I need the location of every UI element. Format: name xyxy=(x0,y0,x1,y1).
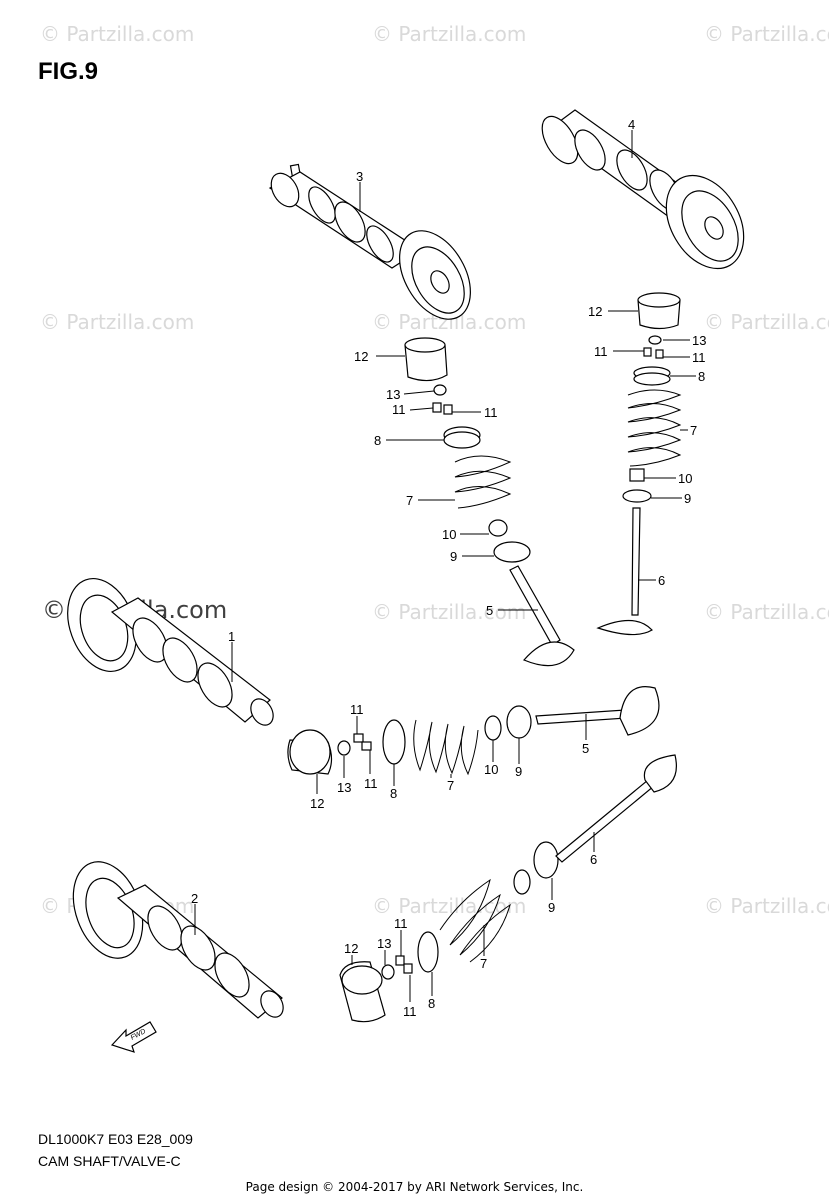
callout-13: 13 xyxy=(377,936,391,951)
watermark: © Partzilla.com xyxy=(40,310,195,334)
callout-5: 5 xyxy=(486,603,493,618)
watermark: © Partzilla.com xyxy=(40,22,195,46)
figure-label: FIG.9 xyxy=(38,58,99,85)
callout-12: 12 xyxy=(344,941,358,956)
watermark: © Partzilla.com xyxy=(704,600,829,624)
callout-11: 11 xyxy=(364,776,378,791)
callout-7: 7 xyxy=(406,493,413,508)
page-footer: Page design © 2004-2017 by ARI Network S… xyxy=(245,1180,584,1194)
watermark: © Partzilla.com xyxy=(372,894,527,918)
callout-11: 11 xyxy=(692,350,706,365)
camshaft-3-drawing xyxy=(268,163,471,320)
callout-6: 6 xyxy=(658,573,665,588)
callout-10: 10 xyxy=(442,527,456,542)
watermark: © Partzilla.com xyxy=(372,600,527,624)
watermark: © Partzilla.com xyxy=(372,22,527,46)
callout-labels: 3 4 1 2 12 13 11 11 8 7 10 9 6 12 13 11 … xyxy=(191,117,706,1019)
callout-11: 11 xyxy=(594,344,608,359)
valve-assembly-right xyxy=(596,292,682,636)
valve-assembly-horizontal xyxy=(287,686,660,776)
fwd-arrow-icon: FWD xyxy=(110,1021,157,1053)
callout-6: 6 xyxy=(590,852,597,867)
watermark: © Partzilla.com xyxy=(704,894,829,918)
callout-1: 1 xyxy=(228,629,235,644)
callout-4: 4 xyxy=(628,117,635,132)
callout-5: 5 xyxy=(582,741,589,756)
diagram-caption: CAM SHAFT/VALVE-C xyxy=(38,1153,181,1169)
callout-13: 13 xyxy=(337,780,351,795)
callout-11: 11 xyxy=(484,405,498,420)
callout-3: 3 xyxy=(356,169,363,184)
callout-8: 8 xyxy=(698,369,705,384)
leader-lines xyxy=(194,130,696,1002)
callout-9: 9 xyxy=(515,764,522,779)
camshaft-1-drawing xyxy=(67,577,274,726)
callout-9: 9 xyxy=(684,491,691,506)
callout-8: 8 xyxy=(374,433,381,448)
model-code: DL1000K7 E03 E28_009 xyxy=(38,1131,193,1147)
callout-2: 2 xyxy=(191,891,198,906)
callout-8: 8 xyxy=(428,996,435,1011)
callout-11: 11 xyxy=(403,1004,417,1019)
valve-assembly-middle xyxy=(404,337,575,667)
callout-10: 10 xyxy=(484,762,498,777)
callout-10: 10 xyxy=(678,471,692,486)
callout-13: 13 xyxy=(386,387,400,402)
callout-7: 7 xyxy=(690,423,697,438)
callout-13: 13 xyxy=(692,333,706,348)
callout-8: 8 xyxy=(390,786,397,801)
camshaft-2-drawing xyxy=(72,861,284,1019)
callout-9: 9 xyxy=(548,900,555,915)
callout-9: 9 xyxy=(450,549,457,564)
callout-11: 11 xyxy=(394,916,408,931)
callout-7: 7 xyxy=(447,778,454,793)
callout-12: 12 xyxy=(354,349,368,364)
callout-12: 12 xyxy=(310,796,324,811)
valve-assembly-lower xyxy=(339,754,677,1023)
callout-7: 7 xyxy=(480,956,487,971)
watermark: © Partzilla.com xyxy=(704,22,829,46)
watermark: © Partzilla.com xyxy=(704,310,829,334)
callout-12: 12 xyxy=(588,304,602,319)
camshaft-4-drawing xyxy=(541,109,745,270)
callout-11: 11 xyxy=(392,402,406,417)
callout-11: 11 xyxy=(350,702,364,717)
